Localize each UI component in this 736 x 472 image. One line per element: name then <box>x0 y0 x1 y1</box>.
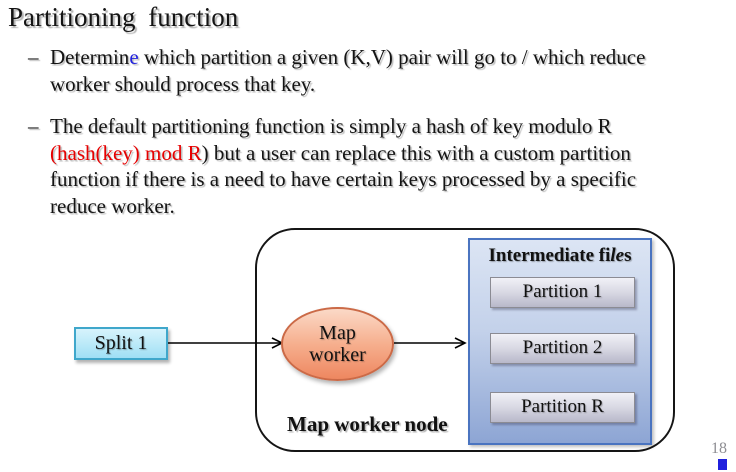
intermediate-files-panel: Intermediate files Partition 1 Partition… <box>468 238 652 445</box>
split-1-box: Split 1 <box>74 327 168 360</box>
bullet-text-1: Determine which partition a given (K,V) … <box>50 44 645 97</box>
text-run: e <box>129 45 139 69</box>
title-suffix: s <box>624 245 632 266</box>
bullet-list: – Determine which partition a given (K,V… <box>28 44 734 219</box>
map-worker-node-label: Map worker node <box>287 412 448 436</box>
text-run: (hash(key) mod R <box>50 140 202 165</box>
partition-box-r: Partition R <box>490 392 635 423</box>
bullet-item-2: – The default partitioning function is s… <box>28 113 734 219</box>
bullet-dash: – <box>28 45 39 69</box>
bullet-text-2: The default partitioning function is sim… <box>50 113 636 219</box>
corner-marker <box>718 459 727 470</box>
slide-title: Partitioning function <box>8 2 239 32</box>
title-prefix: Intermediate fi <box>488 245 611 266</box>
bullet-dash: – <box>28 114 39 138</box>
text-run: worker should process that key. <box>50 71 316 96</box>
partition-box-1: Partition 1 <box>490 277 635 308</box>
title-italic-part: le <box>610 245 625 266</box>
page-number: 18 <box>711 440 727 457</box>
split-1-label: Split 1 <box>94 332 148 354</box>
map-worker-line2: worker <box>309 344 366 366</box>
text-run: which partition a given (K,V) pair will … <box>138 45 646 69</box>
text-run: reduce worker. <box>50 193 175 218</box>
map-worker-line1: Map <box>319 322 356 344</box>
intermediate-files-title: Intermediate files <box>470 245 650 267</box>
bullet-item-1: – Determine which partition a given (K,V… <box>28 44 734 97</box>
partition-box-2: Partition 2 <box>490 333 635 364</box>
text-run: function if there is a need to have cert… <box>50 167 637 191</box>
map-worker-label: Map worker <box>309 322 366 366</box>
map-worker-node-box: Intermediate files Partition 1 Partition… <box>255 228 675 452</box>
text-run: ) but a user can replace this with a cus… <box>201 140 631 165</box>
text-run: Determin <box>50 45 130 69</box>
text-run: The default partitioning function is sim… <box>50 114 612 138</box>
map-worker-ellipse: Map worker <box>281 307 394 381</box>
